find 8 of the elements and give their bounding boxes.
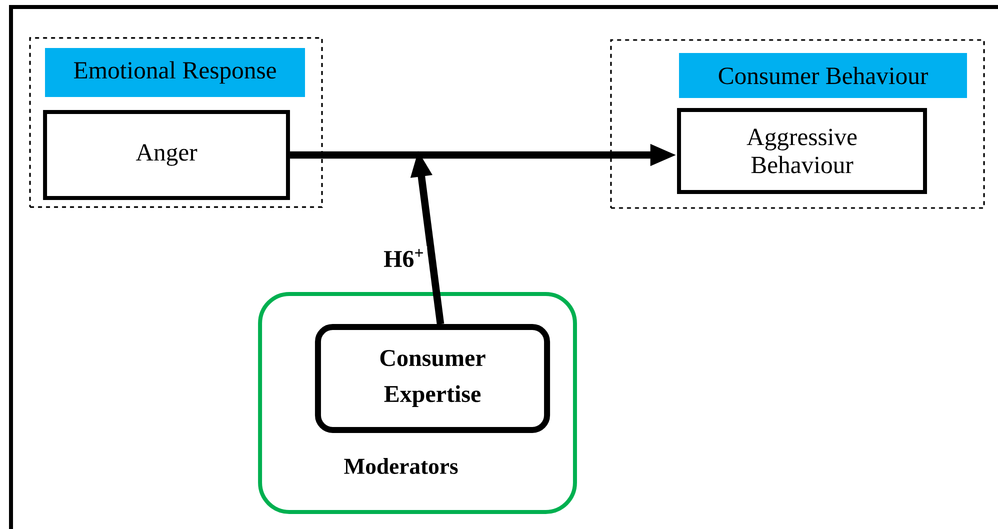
- concept-box: Aggressive Behaviour: [677, 108, 928, 194]
- dashed-group-box: [29, 37, 323, 208]
- moderator-concept-box: Consumer Expertise: [314, 324, 550, 433]
- heading-band: Emotional Response: [45, 48, 305, 98]
- heading-band: Consumer Behaviour: [679, 52, 968, 98]
- concept-box: Anger: [43, 110, 290, 200]
- dashed-group-box: [610, 39, 985, 209]
- edge-label: H6$^{+}$: [380, 246, 428, 270]
